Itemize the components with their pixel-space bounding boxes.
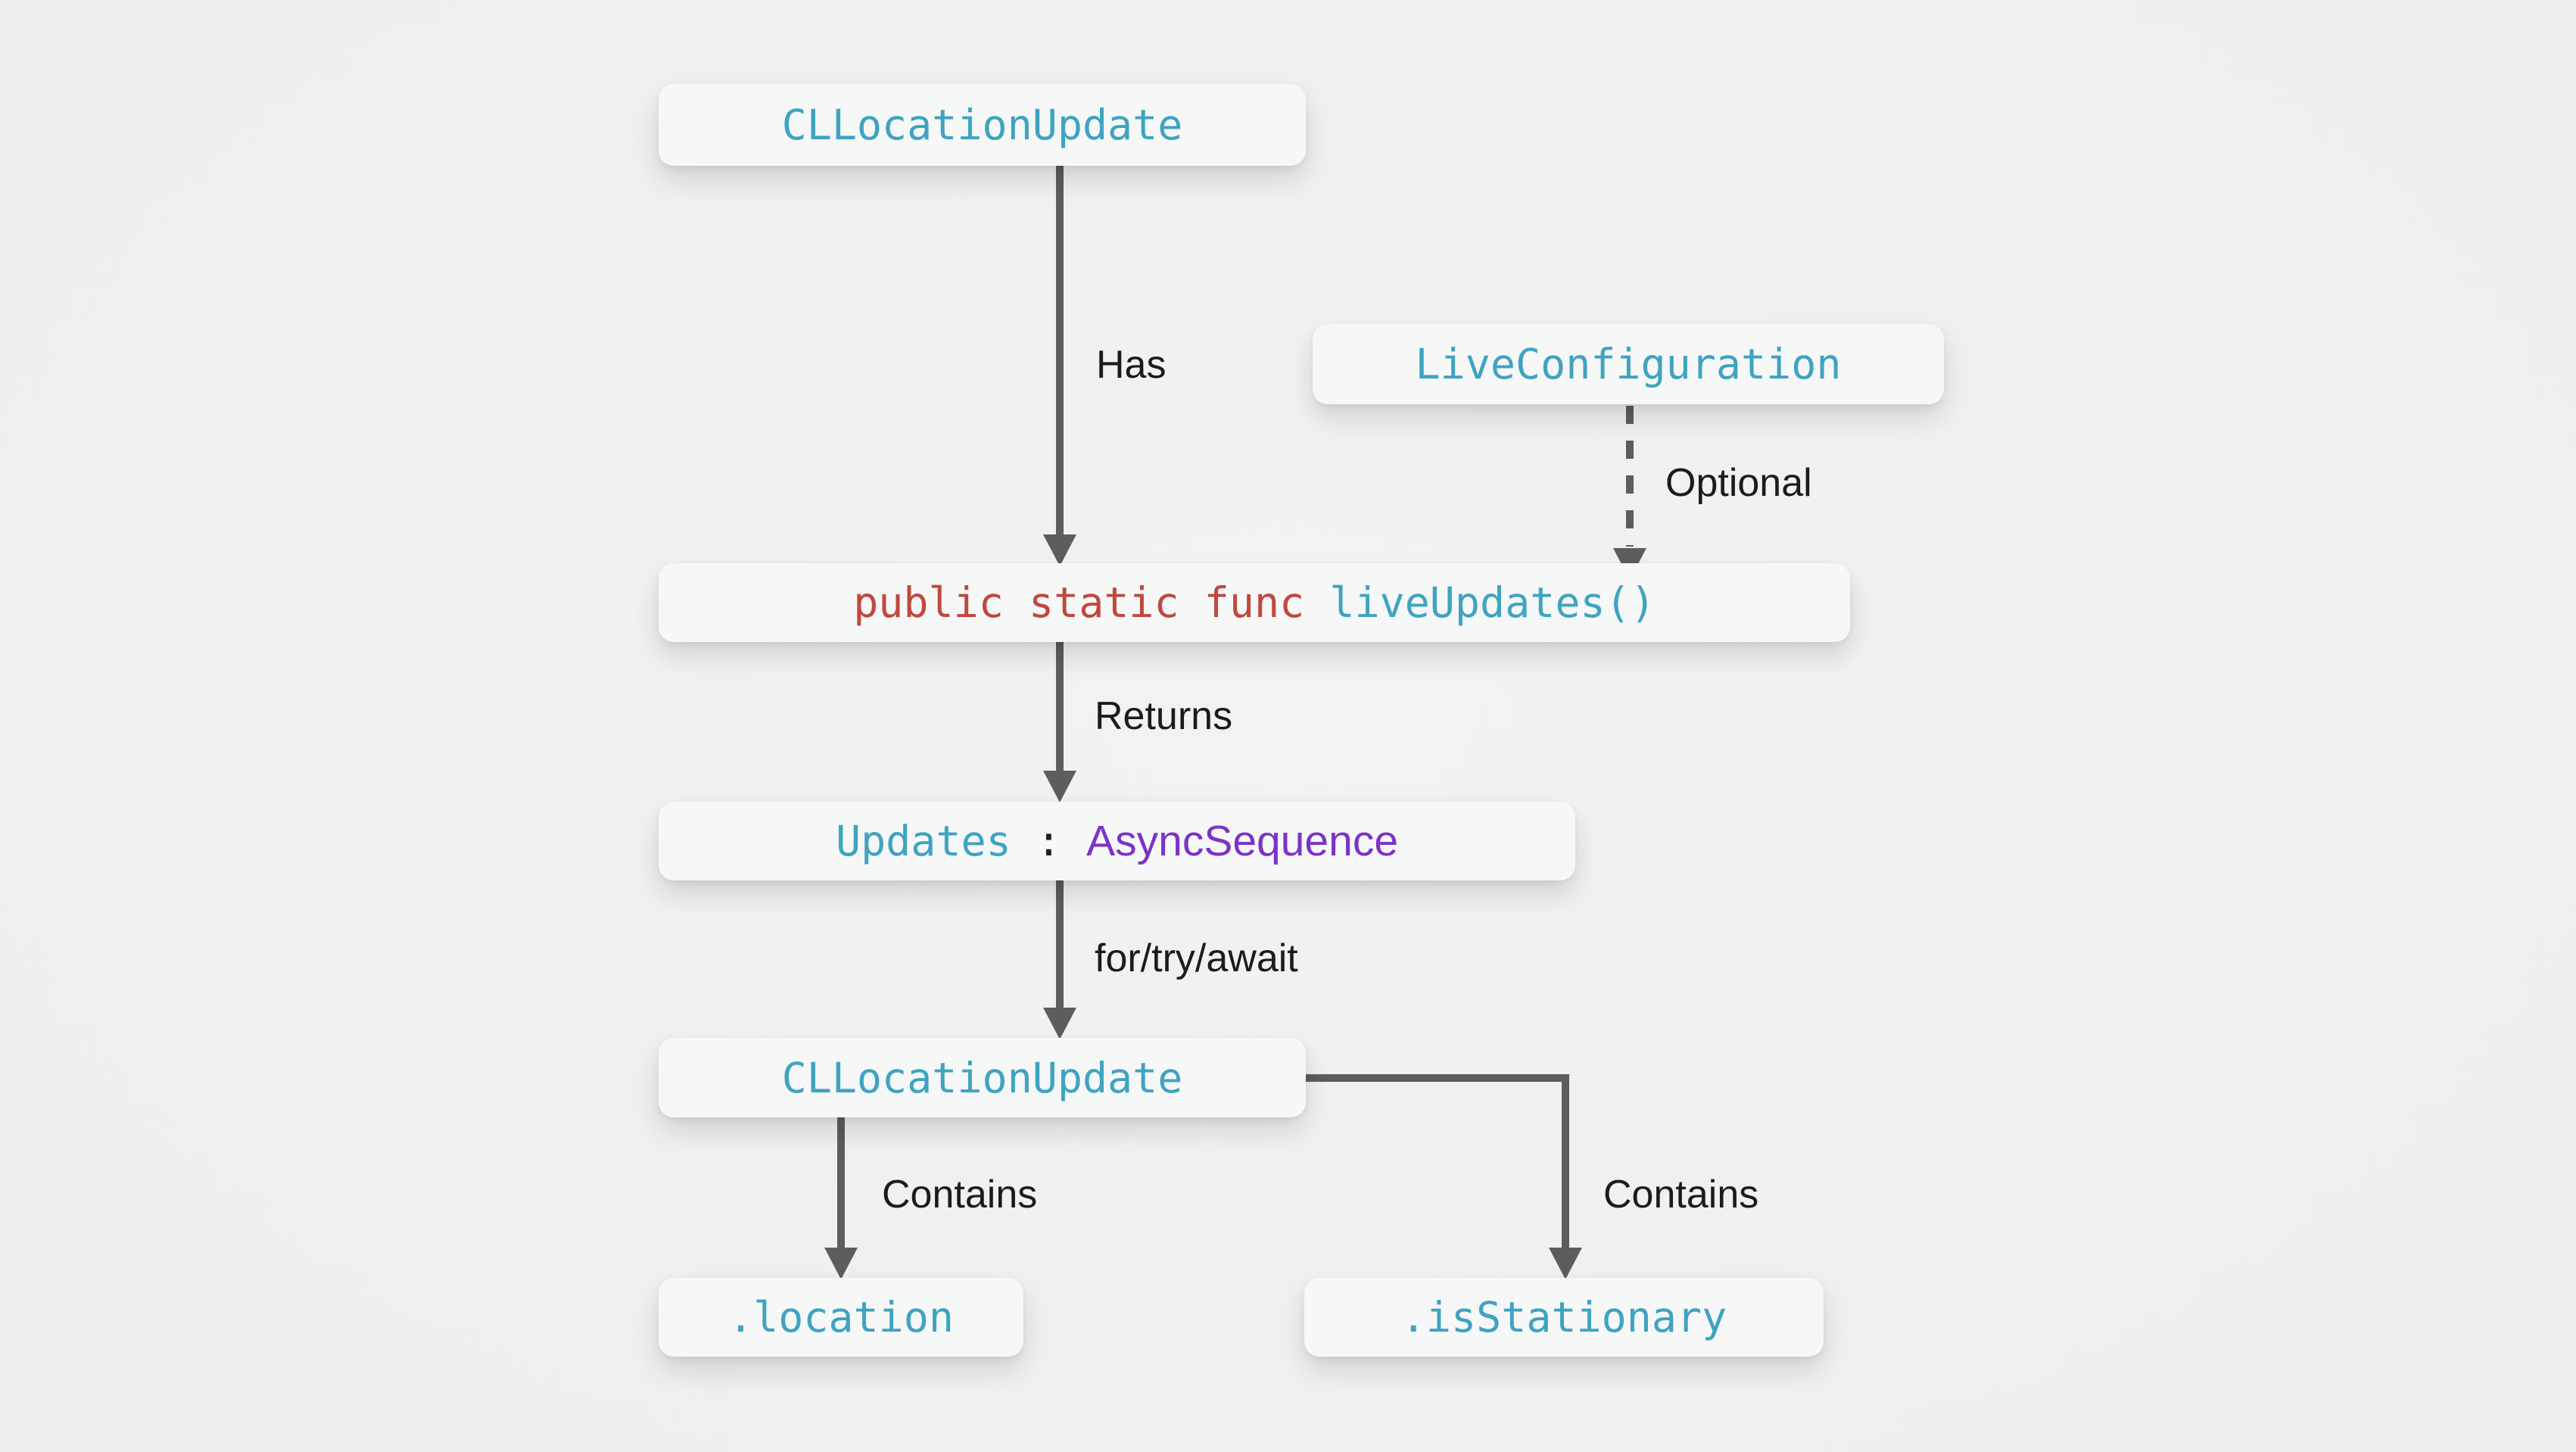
node-isstationary-property: .isStationary (1304, 1278, 1824, 1357)
edge-contains-location-label: Contains (882, 1173, 1038, 1217)
updates-type-text: AsyncSequence (1086, 817, 1399, 865)
edge-returns-label: Returns (1095, 694, 1233, 738)
node-cllocationupdate-top: CLLocationUpdate (659, 84, 1306, 166)
liveupdates-name-text: liveUpdates() (1329, 578, 1656, 627)
node-cllocationupdate-result: CLLocationUpdate (659, 1038, 1306, 1117)
node-liveupdates-func: public static func liveUpdates() (659, 563, 1850, 642)
node-cllocationupdate-result-label: CLLocationUpdate (781, 1053, 1183, 1102)
node-location-property: .location (659, 1278, 1023, 1357)
edge-for-try-await-label: for/try/await (1095, 936, 1298, 980)
edge-contains-isstationary-arrow (1306, 1074, 1582, 1279)
node-isstationary-label: .isStationary (1400, 1293, 1727, 1341)
updates-colon-text: : (1011, 817, 1087, 865)
node-liveconfiguration: LiveConfiguration (1313, 324, 1944, 404)
node-cllocationupdate-top-label: CLLocationUpdate (781, 101, 1183, 149)
edge-for-try-await-arrow (1043, 880, 1076, 1039)
edge-has-label: Has (1096, 343, 1167, 387)
edge-contains-location-arrow (824, 1117, 858, 1279)
liveupdates-keyword-text: public static func (853, 578, 1330, 627)
node-liveconfiguration-label: LiveConfiguration (1415, 340, 1842, 388)
edge-contains-isstationary-label: Contains (1603, 1173, 1759, 1217)
updates-name-text: Updates (835, 817, 1011, 865)
edge-optional-arrow (1613, 406, 1646, 580)
edge-has-arrow (1043, 166, 1076, 566)
node-location-label: .location (727, 1293, 954, 1341)
edge-returns-arrow (1043, 642, 1076, 802)
edge-optional-label: Optional (1665, 461, 1812, 505)
node-updates-asyncsequence: Updates : AsyncSequence (659, 802, 1575, 880)
